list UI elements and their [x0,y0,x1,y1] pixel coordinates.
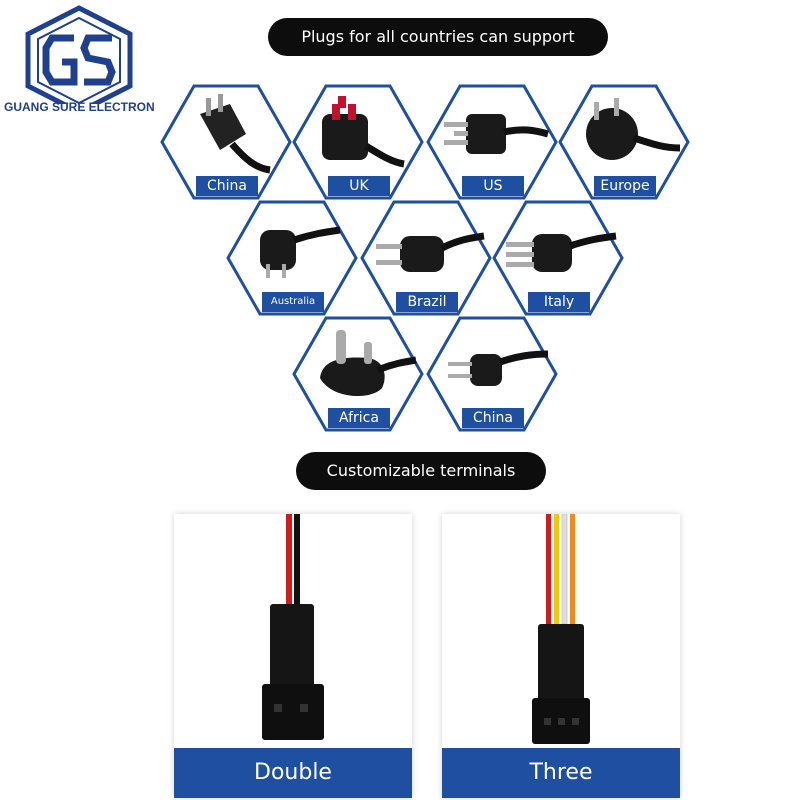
plug-tile-brazil: Brazil [360,200,492,316]
uk-plug-icon [292,84,424,200]
gs-hexagon-logo-icon [25,5,133,115]
plug-tile-uk: UK [292,84,424,200]
europe-plug-icon [558,84,690,200]
plug-label-brazil: Brazil [396,292,458,312]
plug-tile-africa: Africa [292,316,424,432]
three-wire-connector-icon [532,514,590,744]
plug-label-uk: UK [328,176,390,196]
plug-label-africa: Africa [328,408,390,428]
australia-plug-icon [226,200,358,316]
plug-tile-europe: Europe [558,84,690,200]
plug-label-china-2pin: China [462,408,524,428]
brazil-plug-icon [360,200,492,316]
plug-tile-australia: Australia [226,200,358,316]
china-plug-icon [160,84,292,200]
us-plug-icon [426,84,558,200]
plug-label-us: US [462,176,524,196]
plug-tile-china-2pin: China [426,316,558,432]
italy-plug-icon [492,200,624,316]
brand-name: GUANG SURE ELECTRON [4,100,155,114]
terminal-label-three: Three [442,748,680,798]
headline-plugs: Plugs for all countries can support [268,18,608,56]
headline-terminals: Customizable terminals [296,452,546,490]
china-2pin-plug-icon [426,316,558,432]
plug-label-australia: Australia [262,292,324,312]
brand-logo [4,4,154,124]
plug-tile-italy: Italy [492,200,624,316]
terminal-label-double: Double [174,748,412,798]
plug-tile-us: US [426,84,558,200]
plug-tile-china: China [160,84,292,200]
two-wire-connector-icon [262,514,324,740]
plug-label-china: China [196,176,258,196]
terminal-panel-double: Double [174,514,412,798]
plug-label-italy: Italy [528,292,590,312]
africa-plug-icon [292,316,424,432]
plug-label-europe: Europe [594,176,656,196]
terminal-panel-three: Three [442,514,680,798]
